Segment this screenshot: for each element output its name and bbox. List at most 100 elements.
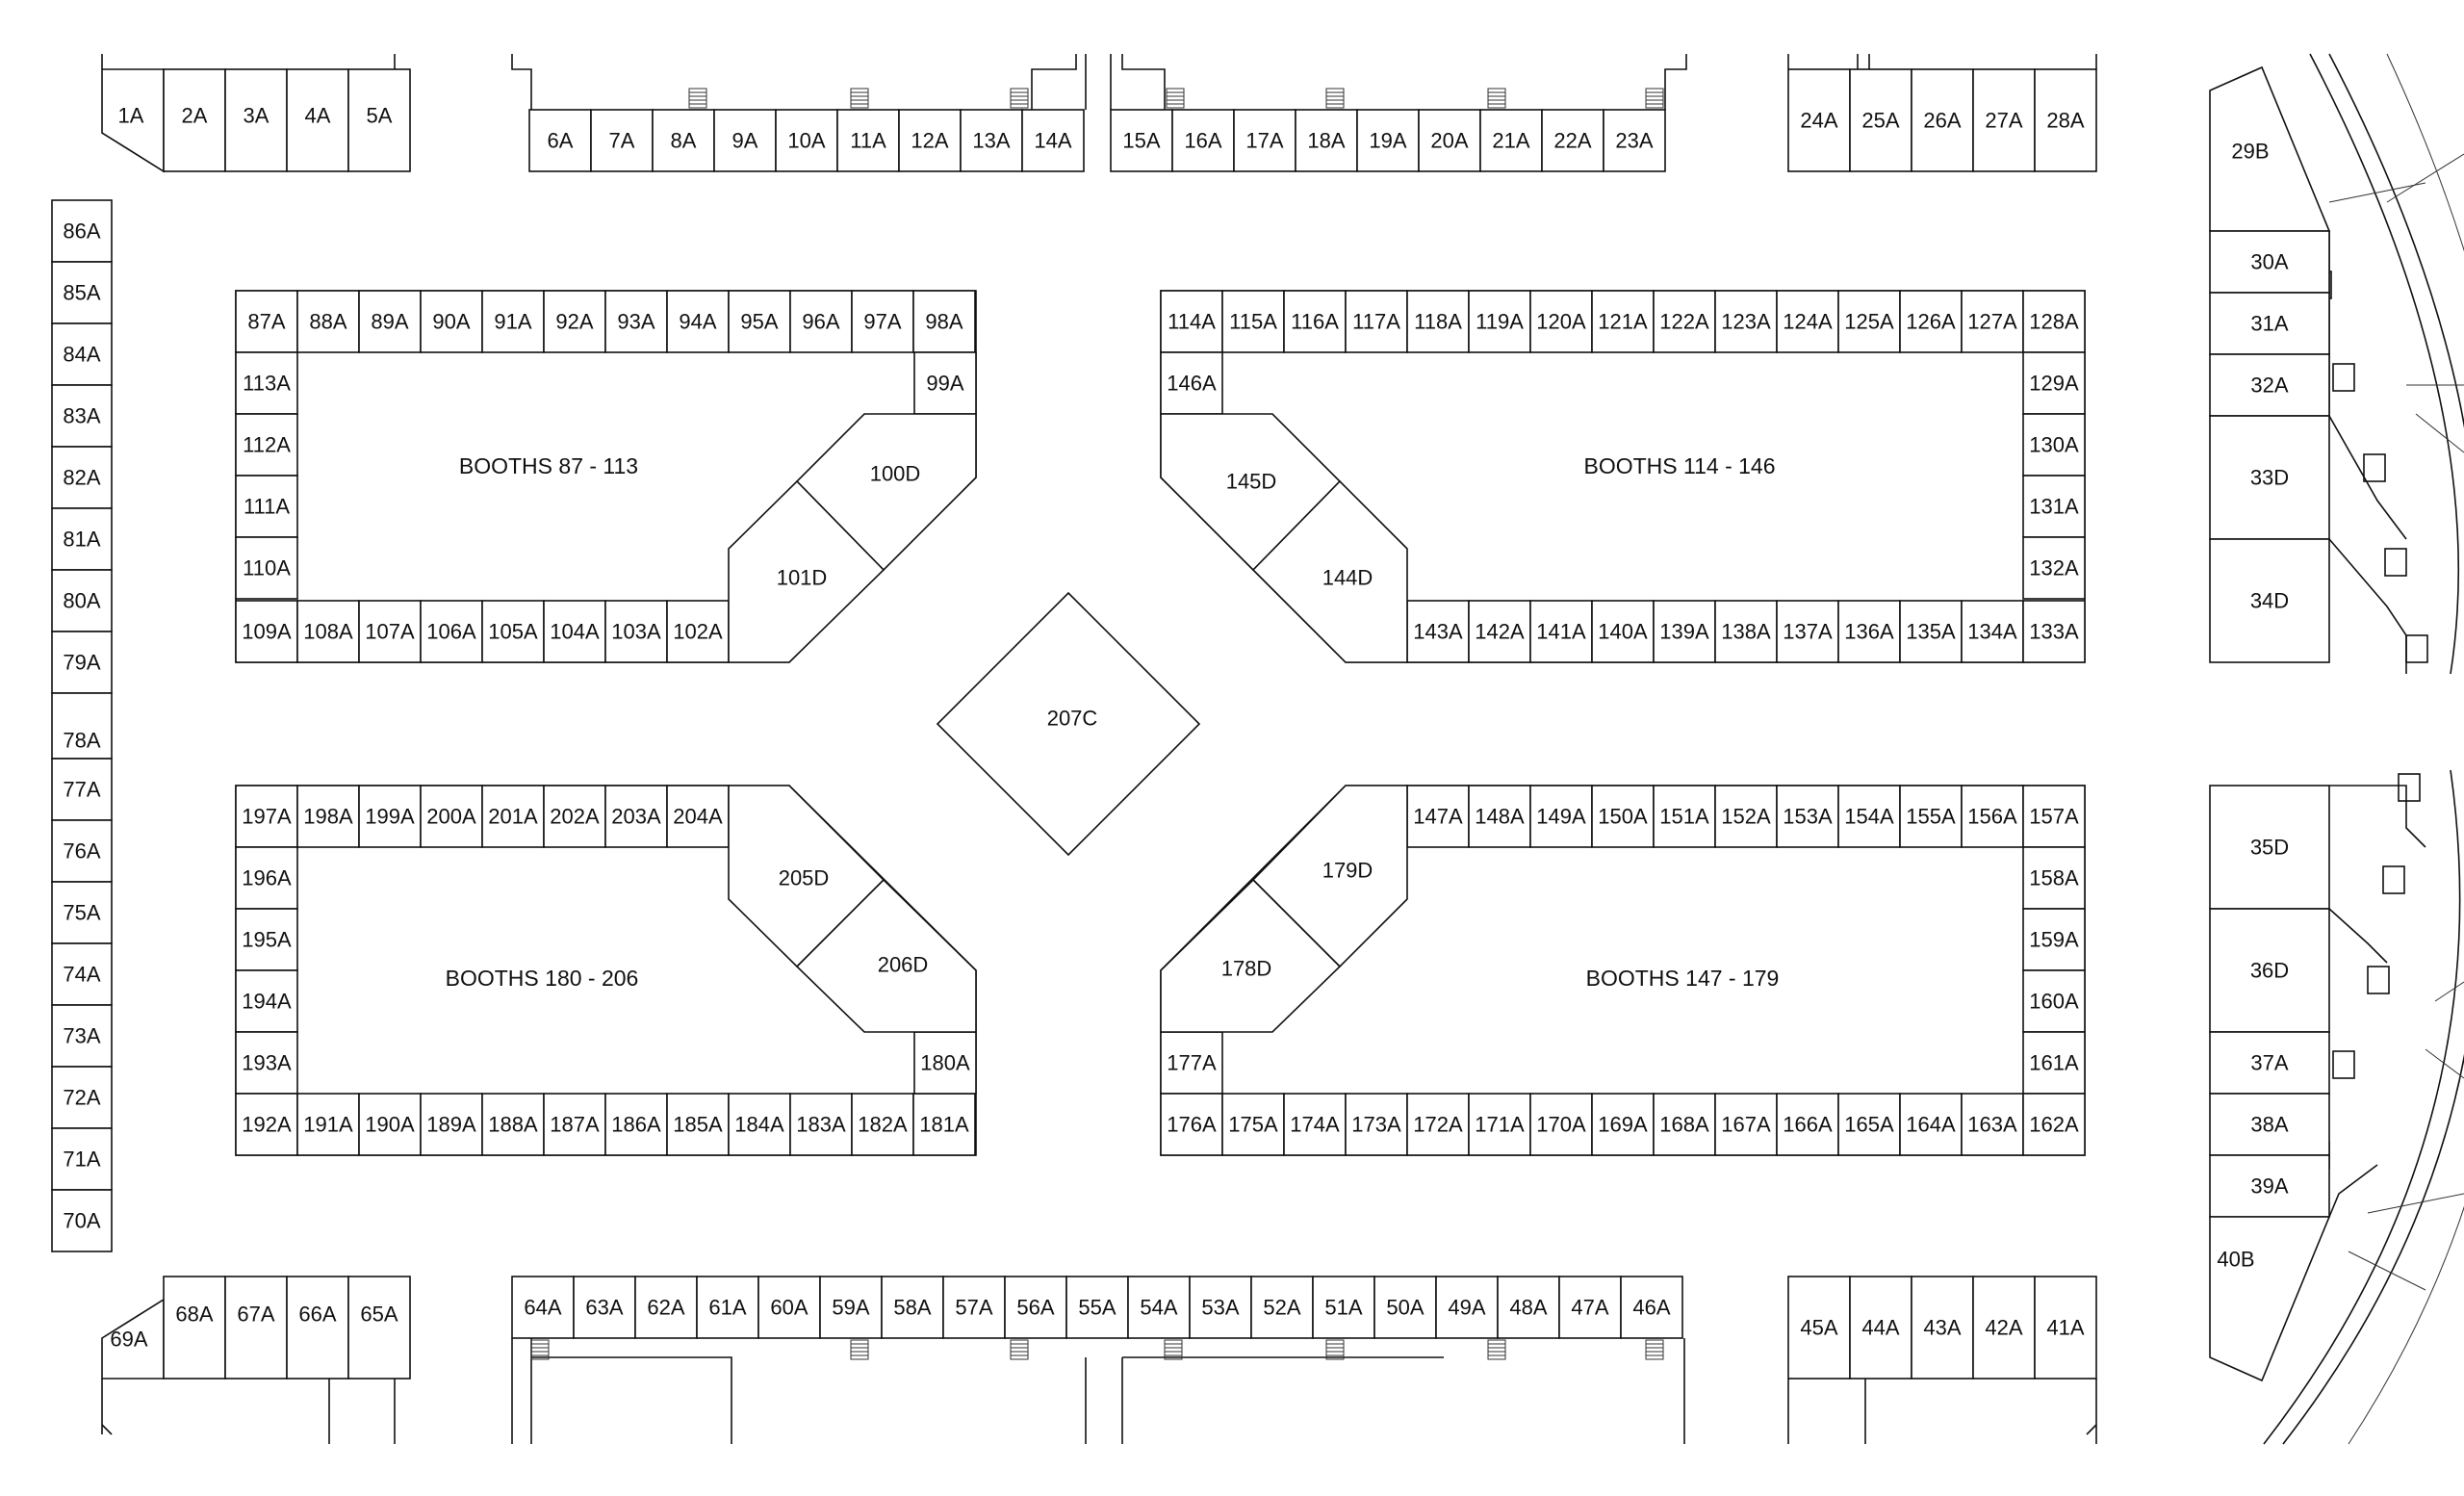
booth-199a[interactable]: 199A [358,785,422,848]
booth-149a[interactable]: 149A [1529,785,1593,848]
booth-48a[interactable]: 48A [1497,1276,1560,1339]
booth-177a[interactable]: 177A [1160,1031,1223,1095]
booth-185a[interactable]: 185A [666,1093,730,1156]
booth-201a[interactable]: 201A [481,785,545,848]
booth-102a[interactable]: 102A [666,600,730,663]
booth-58a[interactable]: 58A [881,1276,944,1339]
booth-183a[interactable]: 183A [789,1093,853,1156]
booth-28a[interactable]: 28A [2034,68,2097,172]
booth-178d[interactable]: 178D [1160,878,1342,1033]
booth-131a[interactable]: 131A [2022,475,2086,538]
booth-24a[interactable]: 24A [1787,68,1851,172]
booth-22a[interactable]: 22A [1541,109,1604,172]
booth-17a[interactable]: 17A [1233,109,1296,172]
booth-104a[interactable]: 104A [543,600,606,663]
booth-3a[interactable]: 3A [224,68,288,172]
booth-50a[interactable]: 50A [1373,1276,1437,1339]
booth-37a[interactable]: 37A [2209,1031,2330,1095]
booth-56a[interactable]: 56A [1004,1276,1067,1339]
booth-190a[interactable]: 190A [358,1093,422,1156]
booth-170a[interactable]: 170A [1529,1093,1593,1156]
booth-65a[interactable]: 65A [347,1276,411,1380]
booth-77a[interactable]: 77A [51,758,113,821]
booth-101d[interactable]: 101D [728,479,886,663]
booth-6a[interactable]: 6A [528,109,592,172]
booth-49a[interactable]: 49A [1435,1276,1499,1339]
booth-11a[interactable]: 11A [836,109,900,172]
booth-43a[interactable]: 43A [1911,1276,1974,1380]
booth-105a[interactable]: 105A [481,600,545,663]
booth-155a[interactable]: 155A [1899,785,1963,848]
booth-194a[interactable]: 194A [235,969,298,1033]
booth-154a[interactable]: 154A [1837,785,1901,848]
booth-32a[interactable]: 32A [2209,353,2330,417]
booth-45a[interactable]: 45A [1787,1276,1851,1380]
booth-94a[interactable]: 94A [666,290,730,353]
booth-127a[interactable]: 127A [1961,290,2024,353]
booth-78a[interactable]: 78A [51,692,113,760]
booth-88a[interactable]: 88A [296,290,360,353]
booth-166a[interactable]: 166A [1776,1093,1839,1156]
booth-140a[interactable]: 140A [1591,600,1655,663]
booth-174a[interactable]: 174A [1283,1093,1347,1156]
booth-161a[interactable]: 161A [2022,1031,2086,1095]
booth-200a[interactable]: 200A [420,785,483,848]
booth-130a[interactable]: 130A [2022,413,2086,477]
booth-126a[interactable]: 126A [1899,290,1963,353]
booth-139a[interactable]: 139A [1653,600,1716,663]
booth-136a[interactable]: 136A [1837,600,1901,663]
booth-198a[interactable]: 198A [296,785,360,848]
booth-157a[interactable]: 157A [2022,785,2086,848]
booth-141a[interactable]: 141A [1529,600,1593,663]
booth-125a[interactable]: 125A [1837,290,1901,353]
booth-156a[interactable]: 156A [1961,785,2024,848]
booth-51a[interactable]: 51A [1312,1276,1375,1339]
booth-159a[interactable]: 159A [2022,908,2086,971]
booth-162a[interactable]: 162A [2022,1093,2086,1156]
booth-202a[interactable]: 202A [543,785,606,848]
booth-120a[interactable]: 120A [1529,290,1593,353]
booth-53a[interactable]: 53A [1189,1276,1252,1339]
booth-116a[interactable]: 116A [1283,290,1347,353]
booth-41a[interactable]: 41A [2034,1276,2097,1380]
booth-179d[interactable]: 179D [1251,785,1408,968]
booth-100d[interactable]: 100D [795,413,977,572]
booth-135a[interactable]: 135A [1899,600,1963,663]
booth-64a[interactable]: 64A [511,1276,575,1339]
booth-189a[interactable]: 189A [420,1093,483,1156]
booth-182a[interactable]: 182A [851,1093,914,1156]
booth-67a[interactable]: 67A [224,1276,288,1380]
booth-87a[interactable]: 87A [235,290,298,353]
booth-137a[interactable]: 137A [1776,600,1839,663]
booth-106a[interactable]: 106A [420,600,483,663]
booth-95a[interactable]: 95A [728,290,791,353]
booth-184a[interactable]: 184A [728,1093,791,1156]
booth-172a[interactable]: 172A [1406,1093,1470,1156]
booth-8a[interactable]: 8A [652,109,715,172]
booth-188a[interactable]: 188A [481,1093,545,1156]
booth-9a[interactable]: 9A [713,109,777,172]
booth-164a[interactable]: 164A [1899,1093,1963,1156]
booth-153a[interactable]: 153A [1776,785,1839,848]
booth-86a[interactable]: 86A [51,199,113,263]
booth-133a[interactable]: 133A [2022,600,2086,663]
booth-66a[interactable]: 66A [286,1276,349,1380]
booth-91a[interactable]: 91A [481,290,545,353]
booth-19a[interactable]: 19A [1356,109,1420,172]
booth-146a[interactable]: 146A [1160,351,1223,415]
booth-173a[interactable]: 173A [1345,1093,1408,1156]
booth-7a[interactable]: 7A [590,109,654,172]
booth-96a[interactable]: 96A [789,290,853,353]
booth-2a[interactable]: 2A [163,68,226,172]
booth-195a[interactable]: 195A [235,908,298,971]
booth-203a[interactable]: 203A [604,785,668,848]
booth-142a[interactable]: 142A [1468,600,1531,663]
booth-74a[interactable]: 74A [51,942,113,1006]
booth-109a[interactable]: 109A [235,600,298,663]
booth-69a[interactable]: 69A [101,1298,165,1380]
booth-30a[interactable]: 30A [2209,230,2330,294]
booth-138a[interactable]: 138A [1714,600,1778,663]
booth-13a[interactable]: 13A [960,109,1023,172]
booth-113a[interactable]: 113A [235,351,298,415]
booth-47a[interactable]: 47A [1558,1276,1622,1339]
